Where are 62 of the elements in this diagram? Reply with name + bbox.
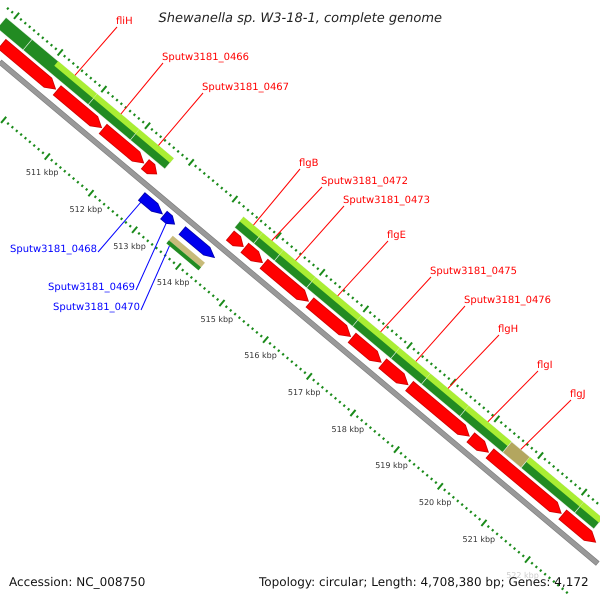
gene-segment xyxy=(558,509,596,543)
leader-line xyxy=(487,370,538,422)
gene-segment xyxy=(348,332,382,363)
gene-bar xyxy=(502,441,530,468)
scale-label: 516 kbp xyxy=(244,352,277,360)
gene-label: flgH xyxy=(498,325,518,335)
leader-line xyxy=(337,240,388,296)
gene-segment xyxy=(226,230,244,247)
gene-label: Sputw3181_0469 xyxy=(48,283,136,293)
gene-segment xyxy=(178,226,216,258)
gene-label: fliH xyxy=(116,17,133,27)
gene-segment xyxy=(138,192,164,214)
scale-label: 514 kbp xyxy=(156,279,190,288)
scale-label: 517 kbp xyxy=(288,389,320,398)
leader-line xyxy=(140,245,170,310)
scale-label: 520 kbp xyxy=(418,499,452,508)
gene-bar xyxy=(0,17,32,50)
leader-line xyxy=(120,62,164,114)
gene-label: flgB xyxy=(299,159,319,169)
gene-segment xyxy=(405,380,470,437)
gene-label: Sputw3181_0467 xyxy=(202,83,290,93)
gene-label: Sputw3181_0472 xyxy=(321,177,408,187)
gene-segment xyxy=(52,85,102,128)
leader-line xyxy=(252,168,300,226)
gene-segment xyxy=(306,297,352,338)
leader-line xyxy=(74,26,118,76)
leader-line xyxy=(136,223,167,290)
gene-label: flgI xyxy=(537,361,553,371)
scale-label: 515 kbp xyxy=(200,316,234,324)
scale-label: 511 kbp xyxy=(26,169,58,178)
leader-line xyxy=(380,276,432,332)
gene-label: Sputw3181_0468 xyxy=(10,245,98,255)
leader-line xyxy=(415,306,466,362)
gene-label: Sputw3181_0466 xyxy=(162,53,250,63)
leader-line xyxy=(271,186,322,241)
scale-label: 519 kbp xyxy=(375,462,408,470)
scale-label: 512 kbp xyxy=(70,206,102,214)
gene-label: flgJ xyxy=(570,390,586,400)
leader-line xyxy=(520,400,572,450)
gene-segment xyxy=(486,448,562,514)
title: Shewanella sp. W3-18-1, complete genome xyxy=(158,12,442,24)
accession-text: Accession: NC_008750 xyxy=(9,576,146,588)
gene-bar xyxy=(166,236,205,270)
gene-label: Sputw3181_0476 xyxy=(464,296,552,306)
gene-segment xyxy=(140,159,158,174)
gene-label: Sputw3181_0470 xyxy=(53,303,140,313)
gene-segment xyxy=(0,38,56,90)
leader-line xyxy=(448,334,500,389)
scale-label: 521 kbp xyxy=(462,536,496,544)
gene-segment xyxy=(378,358,409,386)
leader-line xyxy=(295,206,344,261)
leader-line xyxy=(98,202,142,252)
gene-segment xyxy=(98,124,144,164)
leader-line xyxy=(158,92,204,146)
gene-label: flgE xyxy=(387,231,406,241)
gene-segment xyxy=(260,258,309,302)
scale-label: 518 kbp xyxy=(332,426,364,434)
gene-segment xyxy=(160,210,176,225)
gene-segment xyxy=(240,242,264,264)
gene-label: Sputw3181_0475 xyxy=(430,267,518,277)
gene-label: Sputw3181_0473 xyxy=(343,196,430,206)
scale-label: 513 kbp xyxy=(113,242,146,251)
